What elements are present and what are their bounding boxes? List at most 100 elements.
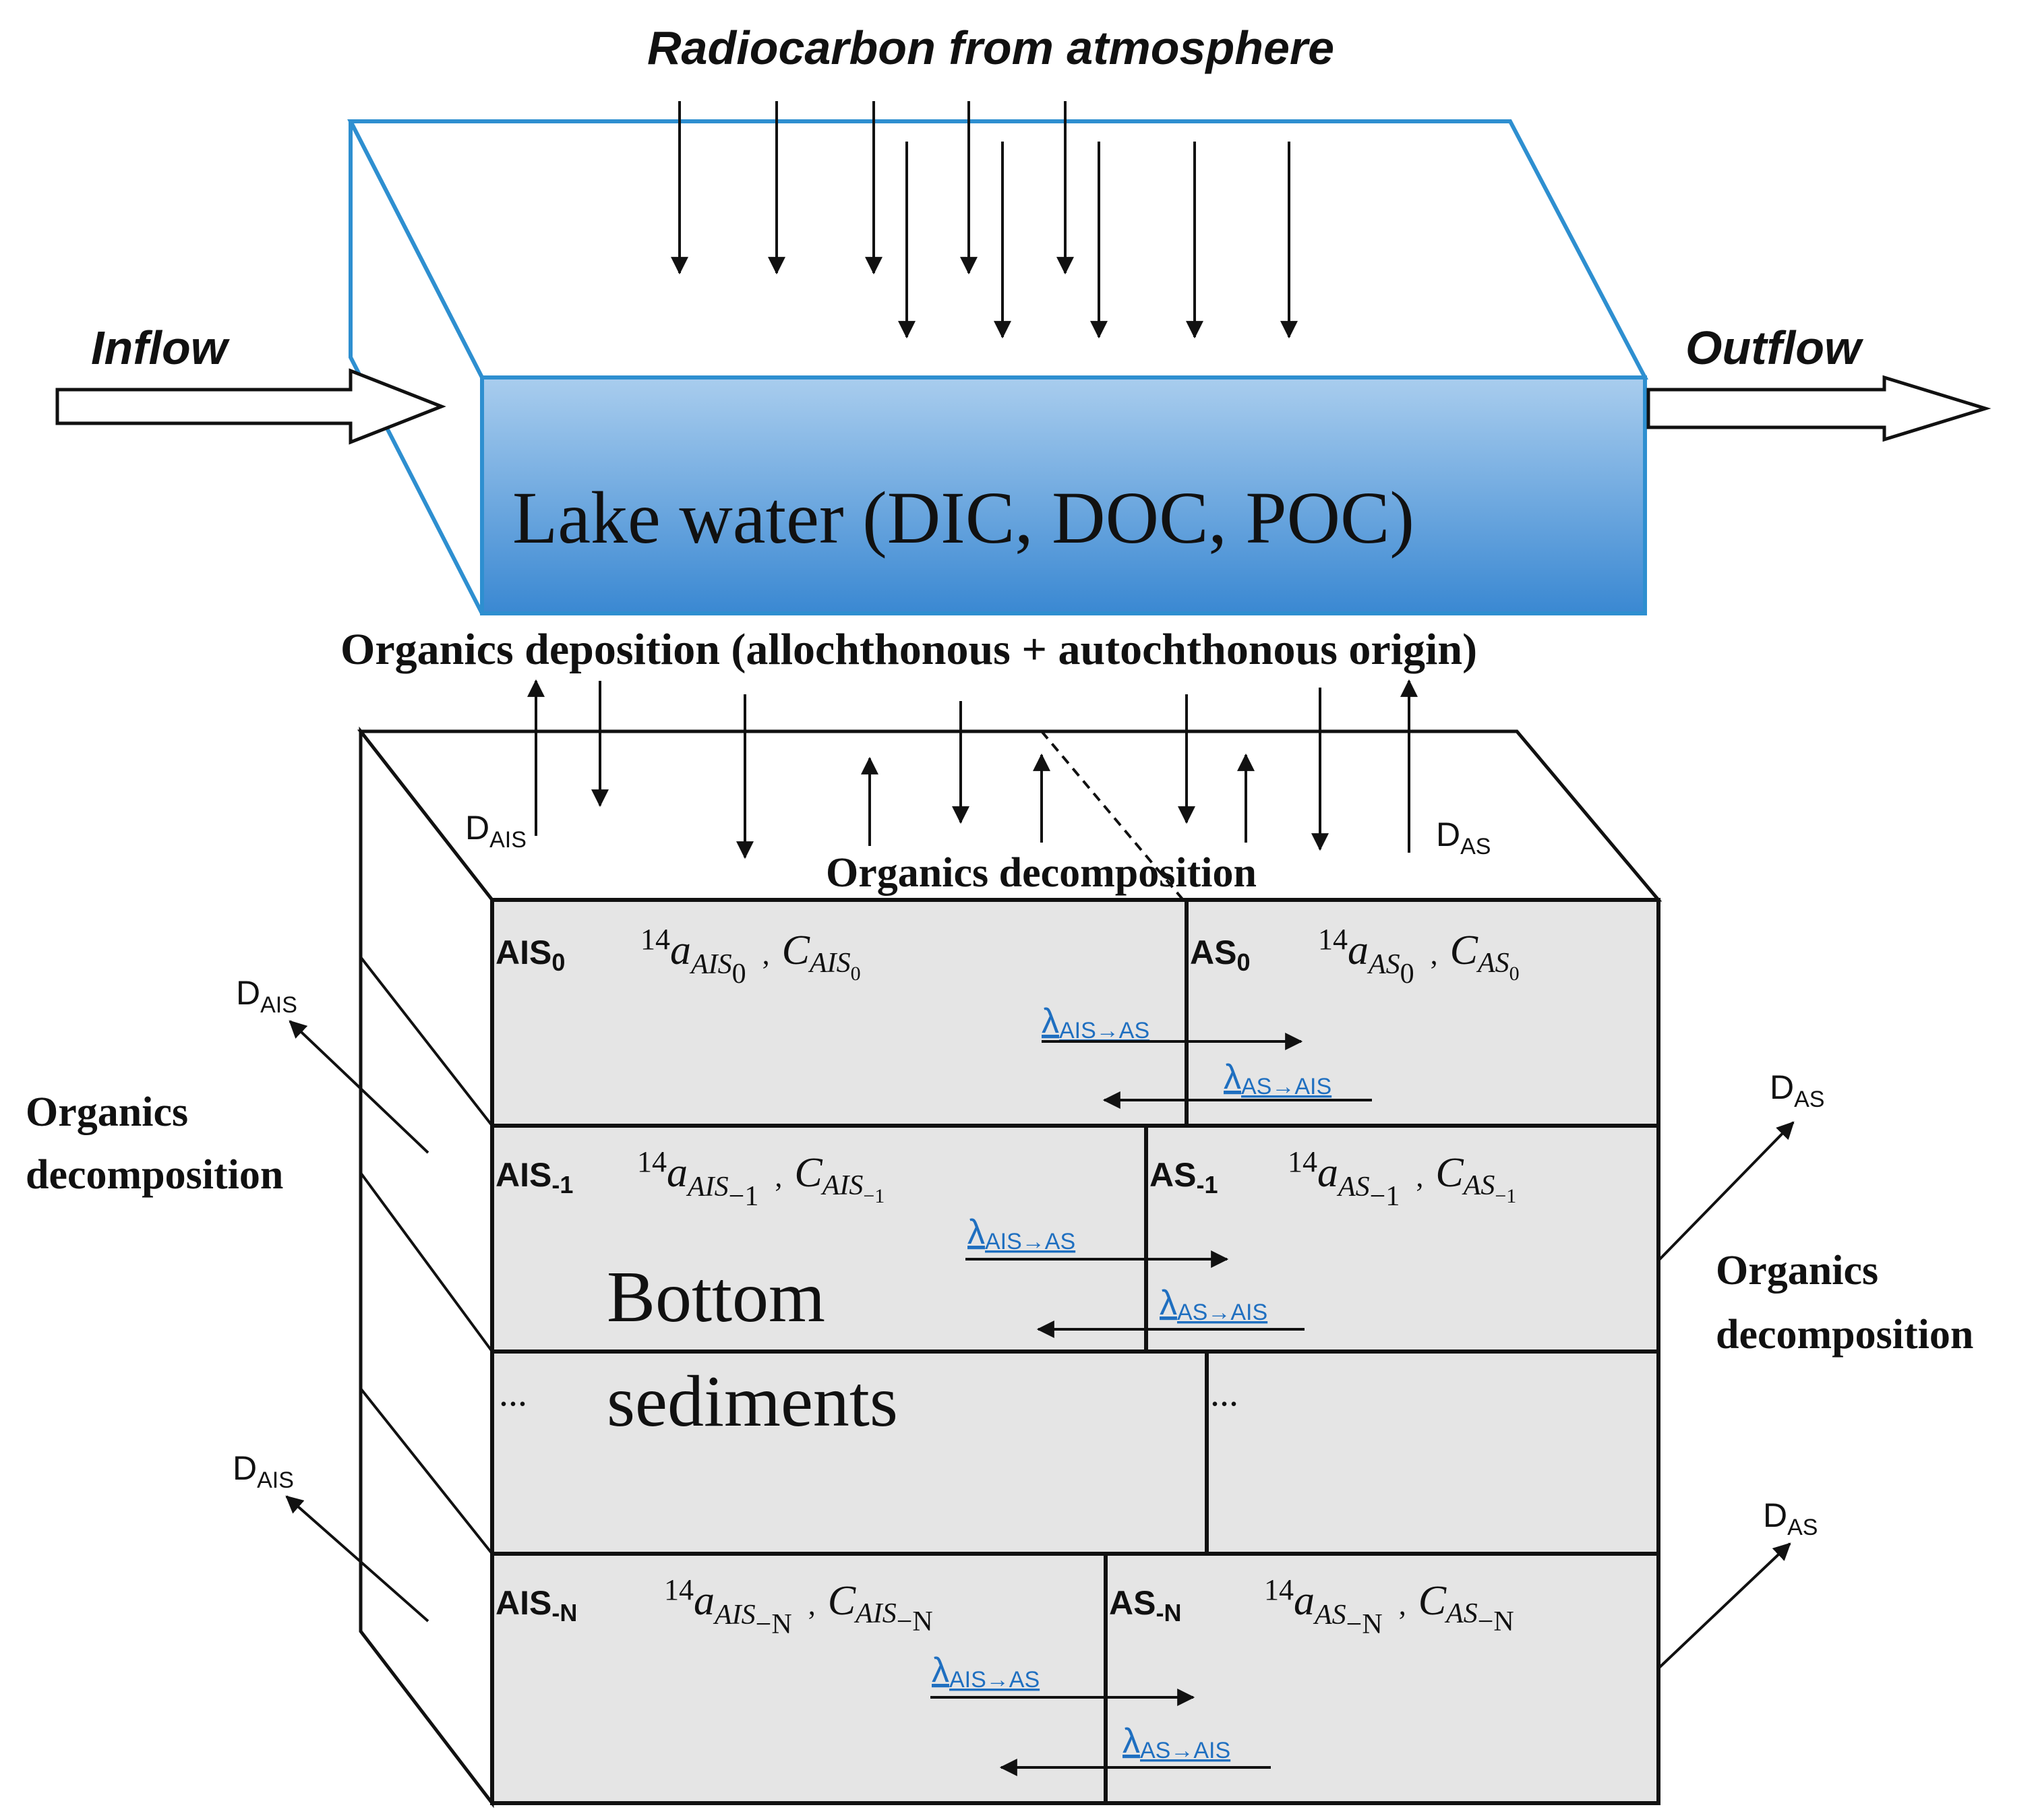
f-a-subsub: −1 bbox=[729, 1181, 759, 1212]
lambda-main: λ bbox=[1160, 1283, 1177, 1323]
lambda-main: λ bbox=[967, 1213, 985, 1252]
top-face-divider bbox=[1040, 730, 1185, 901]
d-ais-left-lower: DAIS bbox=[233, 1449, 294, 1493]
f-pre: 14 bbox=[1318, 923, 1348, 956]
layer-0-as bbox=[1185, 898, 1660, 1128]
d-sub: AIS bbox=[489, 827, 527, 853]
f-a: a bbox=[667, 1150, 688, 1196]
lake-water-box: Lake water (DIC, DOC, POC) bbox=[347, 119, 1648, 615]
side-layer-line bbox=[359, 956, 493, 1127]
lambda-sub: AIS→AS bbox=[985, 1229, 1075, 1254]
decomp-right-line2: decomposition bbox=[1716, 1312, 1973, 1358]
f-c-subsub: −N bbox=[897, 1606, 933, 1637]
name-sub: 0 bbox=[1236, 948, 1250, 976]
rown-lambda-fwd: λAIS→AS bbox=[932, 1651, 1040, 1693]
row-1: AIS-1 14aAIS−1,CAIS−1 AS-1 14aAS−1,CAS−1… bbox=[496, 1145, 1516, 1442]
f-a-subsub: −1 bbox=[1370, 1181, 1400, 1212]
d-ais-top-label: DAIS bbox=[465, 809, 527, 853]
outflow-arrow bbox=[1646, 375, 1992, 442]
lake-front-face bbox=[480, 375, 1647, 615]
d-main: D bbox=[465, 809, 489, 847]
f-sep: , bbox=[1399, 1588, 1406, 1621]
layer-0-ais bbox=[490, 898, 1189, 1128]
lambda-sub: AIS→AS bbox=[949, 1667, 1040, 1693]
row1-right-name: AS-1 bbox=[1149, 1156, 1218, 1199]
f-c-subsub: 0 bbox=[1509, 963, 1520, 985]
layer-n-as bbox=[1104, 1552, 1660, 1805]
layer-1-as bbox=[1144, 1124, 1660, 1354]
f-c-subsub: 0 bbox=[851, 963, 861, 985]
lambda-sub: AIS→AS bbox=[1059, 1018, 1149, 1043]
d-as-top-label: DAS bbox=[1436, 816, 1491, 859]
f-sep: , bbox=[1431, 938, 1438, 971]
f-c-sub: AS bbox=[1462, 1170, 1495, 1201]
f-a-subsub: −N bbox=[756, 1609, 792, 1640]
deposition-label: Organics deposition (allochthonous + aut… bbox=[340, 625, 1477, 674]
d-main: D bbox=[1770, 1068, 1794, 1106]
row-0: AIS0 14aAIS0,CAIS0 AS0 14aAS0,CAS0 λAIS→… bbox=[496, 923, 1520, 1109]
side-layer-line bbox=[359, 1172, 493, 1353]
row0-right-formula: 14aAS0,CAS0 bbox=[1318, 923, 1520, 990]
left-decomposition: DAIS Organics decomposition DAIS bbox=[26, 974, 429, 1622]
lake-top-face bbox=[347, 119, 1648, 380]
name-main: AS bbox=[1109, 1584, 1156, 1622]
f-c: C bbox=[1450, 928, 1478, 973]
rown-left-name: AIS-N bbox=[496, 1584, 577, 1627]
sediment-block bbox=[357, 726, 1663, 1809]
row0-left-name: AIS0 bbox=[496, 934, 565, 976]
rown-right-formula: 14aAS−N,CAS−N bbox=[1264, 1573, 1514, 1640]
d-as-right-upper: DAS bbox=[1770, 1068, 1824, 1112]
name-sub: -N bbox=[1156, 1599, 1181, 1627]
layer-mid-ais bbox=[490, 1349, 1209, 1556]
f-sep: , bbox=[762, 938, 770, 971]
f-a-sub: AS bbox=[1313, 1600, 1346, 1631]
f-sep: , bbox=[808, 1588, 816, 1621]
f-a-sub: AIS bbox=[713, 1600, 756, 1631]
bottom-label-line2: sediments bbox=[607, 1362, 898, 1442]
decomp-left-line2: decomposition bbox=[26, 1152, 283, 1198]
d-sub: AS bbox=[1787, 1515, 1818, 1540]
decomposition-left-arrow bbox=[285, 1495, 429, 1622]
row0-lambda-back: λAS→AIS bbox=[1224, 1058, 1331, 1099]
row1-lambda-fwd: λAIS→AS bbox=[967, 1213, 1075, 1254]
mid-left-ellipsis: ... bbox=[499, 1372, 527, 1414]
decomposition-left-arrow bbox=[289, 1020, 429, 1154]
bottom-label-line1: Bottom bbox=[607, 1257, 825, 1337]
bottom-sediments-label: Bottom sediments bbox=[607, 1257, 898, 1442]
lambda-main: λ bbox=[1042, 1002, 1059, 1041]
d-main: D bbox=[1436, 816, 1460, 853]
svg-text:DAIS: DAIS bbox=[465, 809, 527, 853]
f-a-sub: AIS bbox=[686, 1172, 729, 1203]
row1-lambda-back: λAS→AIS bbox=[1160, 1283, 1267, 1325]
right-decomposition: DAS Organics decomposition DAS bbox=[1657, 1068, 1973, 1670]
decomposition-left-label: Organics decomposition bbox=[26, 1089, 283, 1198]
f-c-sub: AIS bbox=[854, 1598, 897, 1629]
lambda-sub: AS→AIS bbox=[1177, 1300, 1267, 1325]
decomposition-right-arrow bbox=[1657, 1542, 1791, 1670]
name-main: AS bbox=[1190, 934, 1236, 971]
name-sub: -1 bbox=[551, 1171, 573, 1199]
row-n: AIS-N 14aAIS−N,CAIS−N AS-N 14aAS−N,CAS−N… bbox=[496, 1573, 1514, 1776]
f-a-sub: AS bbox=[1367, 949, 1400, 980]
outflow-label: Outflow bbox=[1685, 322, 1864, 374]
lambda-main: λ bbox=[1122, 1722, 1140, 1761]
row0-right-name: AS0 bbox=[1190, 934, 1251, 976]
d-sub: AIS bbox=[257, 1467, 294, 1493]
lambda-main: λ bbox=[1224, 1058, 1241, 1097]
row1-right-formula: 14aAS−1,CAS−1 bbox=[1288, 1145, 1516, 1212]
d-as-right-lower: DAS bbox=[1763, 1496, 1818, 1540]
decomp-left-line1: Organics bbox=[26, 1089, 188, 1135]
side-layer-line bbox=[359, 1387, 493, 1555]
d-main: D bbox=[233, 1449, 257, 1487]
row1-left-formula: 14aAIS−1,CAIS−1 bbox=[637, 1145, 885, 1212]
lambda-sub: AS→AIS bbox=[1140, 1738, 1230, 1763]
name-sub: -1 bbox=[1196, 1171, 1218, 1199]
svg-text:DAS: DAS bbox=[1436, 816, 1491, 859]
rown-left-formula: 14aAIS−N,CAIS−N bbox=[664, 1573, 933, 1640]
f-pre: 14 bbox=[664, 1573, 694, 1606]
f-c-subsub: −1 bbox=[863, 1185, 885, 1207]
decomposition-right-arrow bbox=[1657, 1121, 1795, 1262]
d-sub: AS bbox=[1460, 834, 1491, 859]
decomposition-top-label: Organics decomposition bbox=[826, 850, 1257, 896]
name-main: AIS bbox=[496, 934, 551, 971]
